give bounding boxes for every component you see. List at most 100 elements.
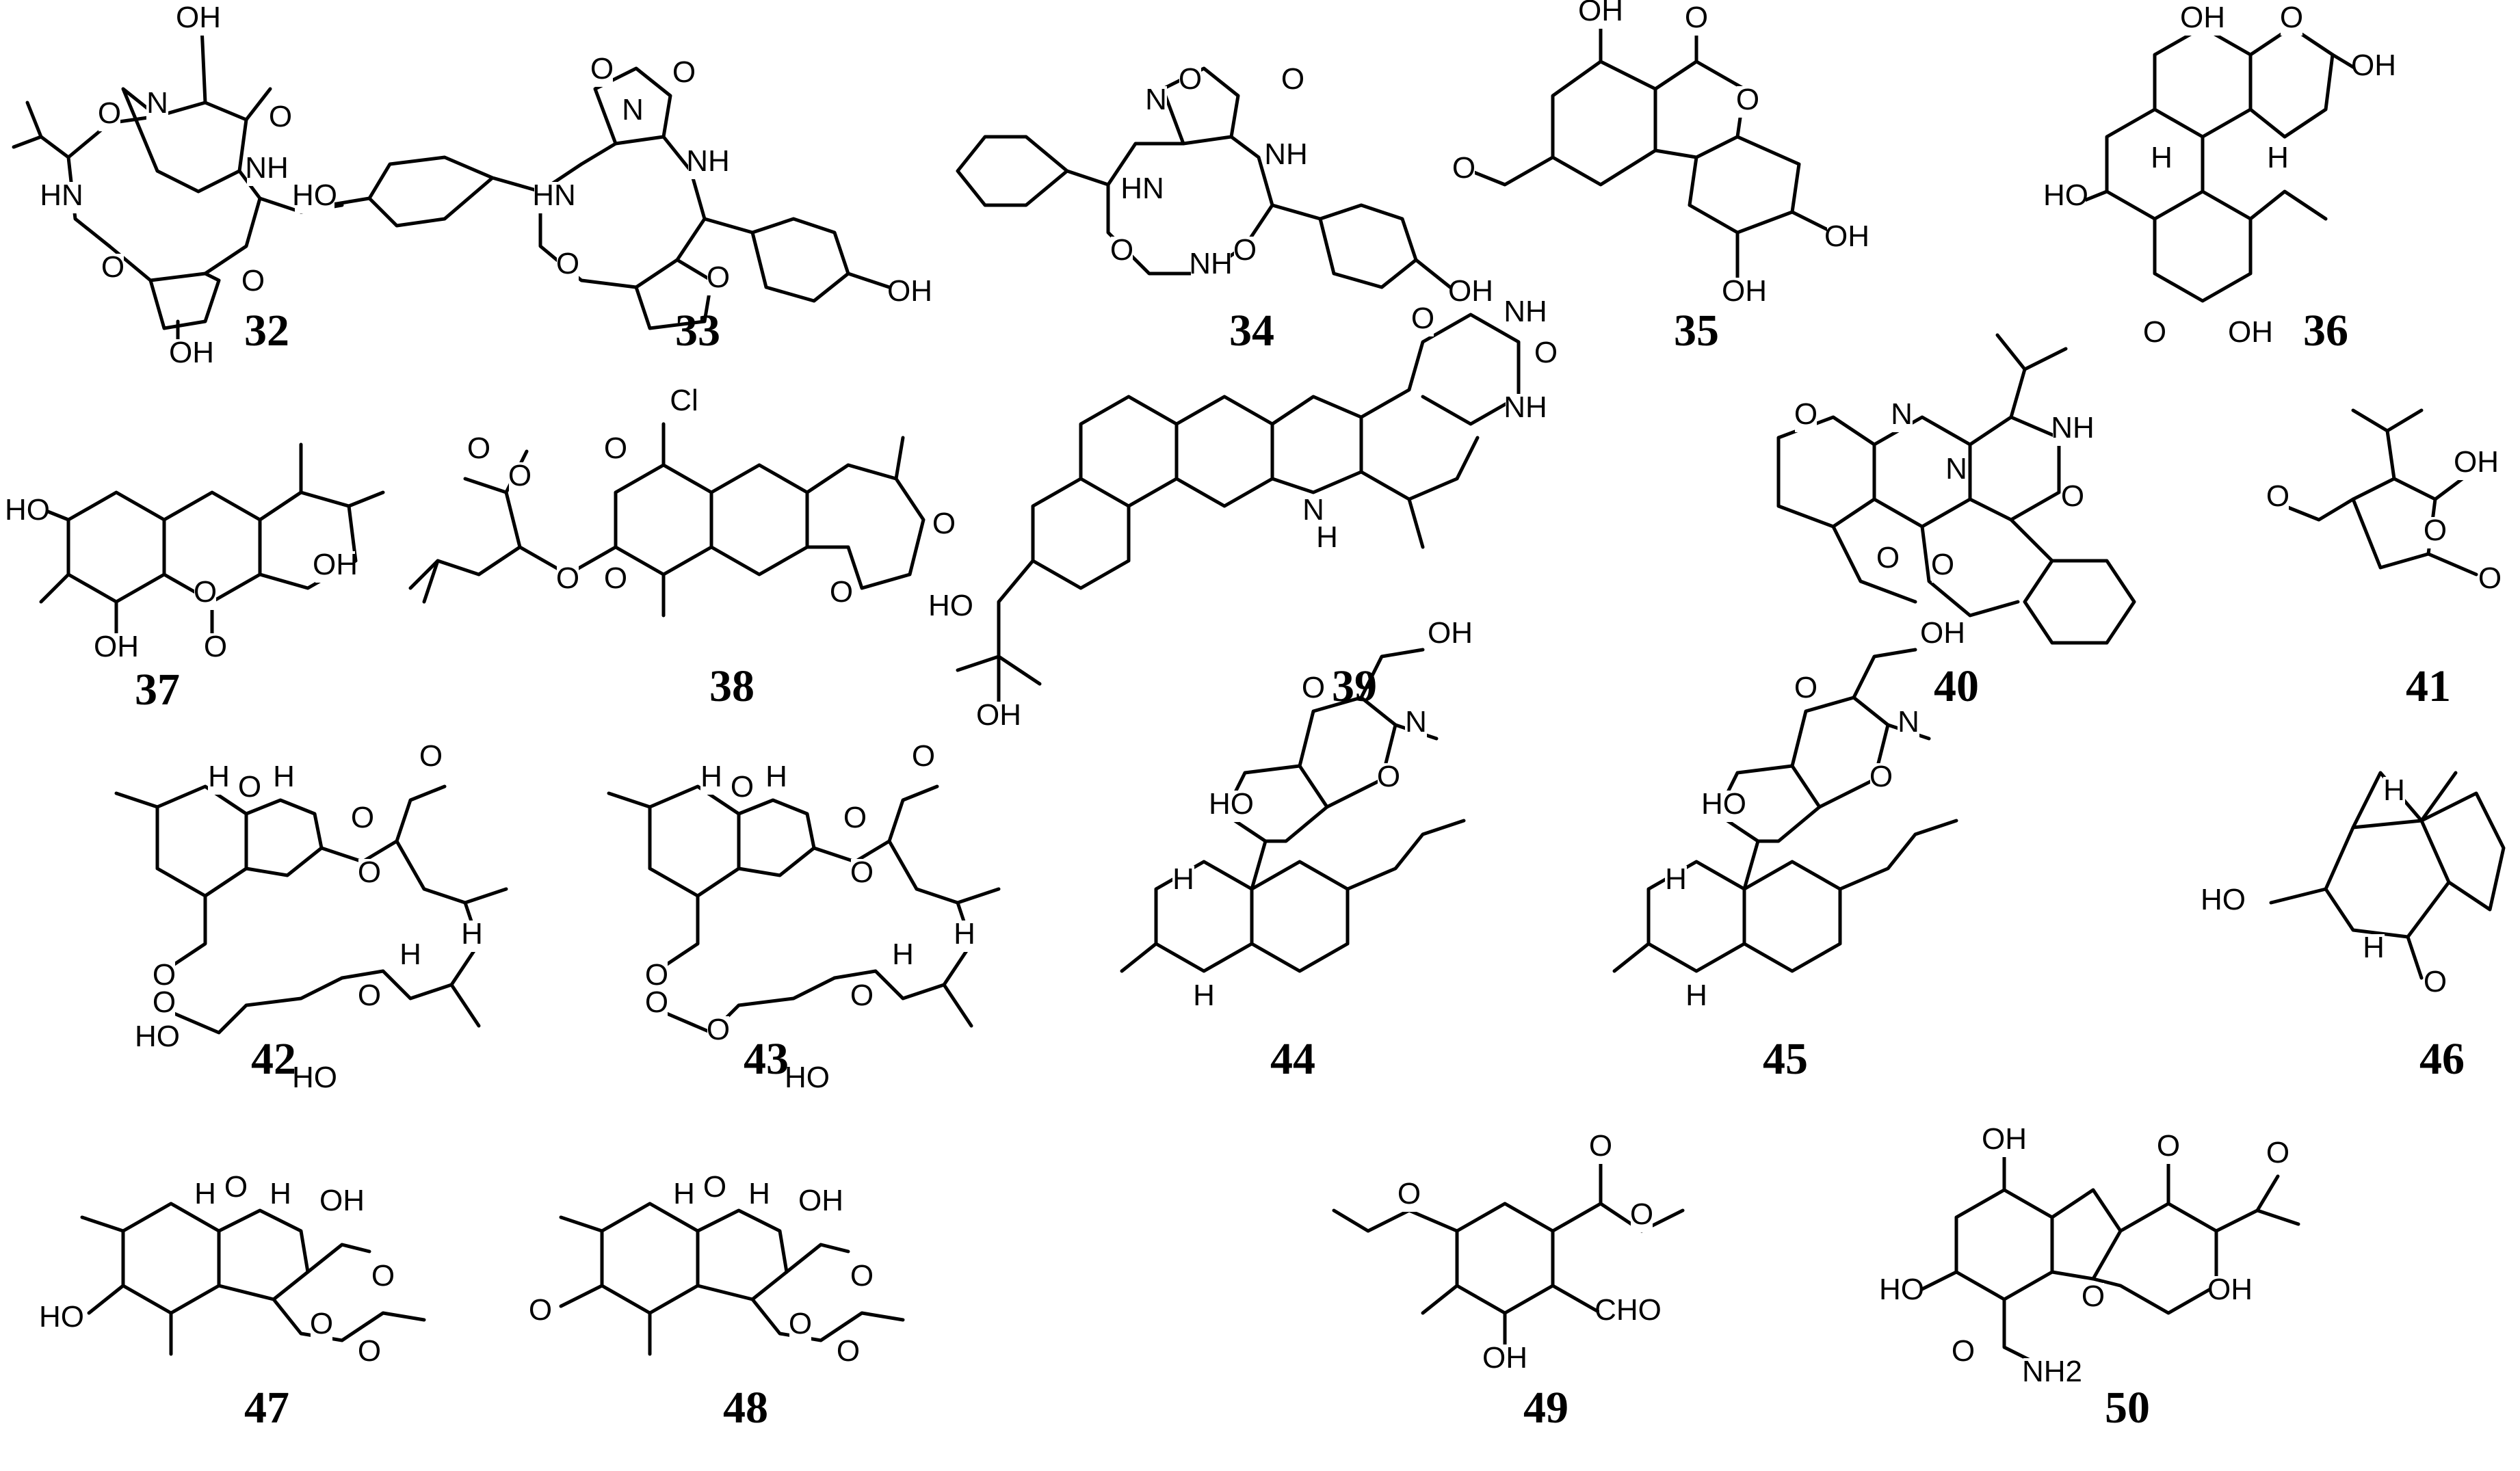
compound-number-38: 38 — [709, 661, 754, 711]
atom-label: OH — [319, 1184, 365, 1217]
compound-40-bonds — [1776, 333, 2136, 645]
atom-label-background — [208, 763, 230, 795]
atom-label-background — [315, 551, 355, 583]
atom-label-background — [787, 1064, 827, 1096]
bond-line — [559, 1215, 604, 1233]
compound-36-bonds — [2071, 25, 2369, 303]
bond-line — [272, 1297, 426, 1342]
bond-line — [2269, 887, 2328, 905]
atom-label: O — [269, 100, 292, 133]
bond-line — [750, 1297, 905, 1342]
atom-label: O — [98, 96, 121, 130]
atom-label: O — [2266, 479, 2289, 513]
atom-label: H — [2383, 773, 2405, 807]
atom-label: O — [2266, 1136, 2289, 1169]
atom-label-background — [194, 1180, 216, 1212]
bond-line — [121, 87, 248, 194]
atom-label: O — [419, 739, 443, 773]
atom-label-background — [270, 1180, 291, 1212]
atom-label-background — [311, 1310, 332, 1342]
atom-label-background — [352, 804, 373, 836]
atom-label: NH — [1504, 295, 1547, 328]
bond-line — [1270, 395, 1363, 494]
compound-46-bonds — [2269, 771, 2506, 980]
atom-label: HO — [1701, 787, 1746, 821]
atom-label-background — [557, 565, 579, 596]
bond-line — [1872, 415, 1972, 529]
bond-line — [812, 784, 939, 864]
bond-line — [956, 559, 1035, 672]
bond-line — [347, 490, 385, 508]
bond-line — [737, 798, 816, 877]
atom-label-background — [557, 250, 579, 282]
compound-number-39: 39 — [1332, 661, 1377, 711]
compound-44-bonds — [1120, 648, 1466, 973]
bond-line — [200, 25, 207, 105]
atom-label-background — [1665, 866, 1687, 897]
atom-label: O — [1931, 548, 1954, 581]
atom-label-background — [851, 859, 873, 890]
atom-label: O — [153, 985, 176, 1019]
atom-label-background — [1506, 298, 1545, 330]
bond-line — [1031, 477, 1131, 590]
bond-line — [449, 983, 481, 1028]
atom-label-background — [851, 982, 873, 1013]
compound-number-47: 47 — [244, 1383, 289, 1433]
atom-label-background — [420, 743, 442, 774]
atom-label-background — [153, 989, 175, 1020]
atom-label-background — [239, 773, 261, 805]
atom-label-background — [1412, 305, 1434, 336]
atom-label: OH — [313, 548, 358, 581]
atom-label: OH — [976, 698, 1021, 732]
atom-label-background — [468, 435, 490, 466]
atom-label-background — [664, 387, 704, 419]
bond-line — [244, 87, 272, 122]
atom-label: O — [2061, 479, 2084, 513]
atom-label-background — [1453, 155, 1475, 186]
atom-label: O — [789, 1307, 812, 1340]
atom-label-background — [1266, 141, 1306, 172]
atom-label-background — [1932, 551, 1954, 583]
bond-line — [2385, 408, 2424, 433]
atom-label-background — [137, 1023, 177, 1055]
atom-label-background — [358, 982, 380, 1013]
atom-label-background — [1234, 237, 1256, 268]
atom-label-background — [534, 182, 574, 213]
atom-label-background — [688, 148, 728, 179]
atom-label: NH — [1264, 137, 1308, 171]
atom-label: O — [1110, 233, 1133, 267]
atom-label: HO — [5, 493, 50, 527]
atom-label: O — [1452, 151, 1475, 185]
atom-label: H — [1316, 520, 1338, 554]
atom-label-background — [2151, 144, 2173, 176]
bond-line — [258, 490, 358, 590]
bond-line — [1968, 415, 2061, 522]
atom-label-background — [2231, 319, 2270, 350]
bond-line — [2324, 819, 2451, 939]
atom-label-background — [1123, 175, 1162, 207]
atom-label-background — [837, 1338, 859, 1369]
atom-label-background — [1172, 866, 1194, 897]
atom-label: OH — [2351, 49, 2396, 82]
atom-label: HN — [532, 178, 576, 212]
atom-label: H — [1665, 862, 1687, 896]
bond-line — [2153, 25, 2253, 139]
atom-label-background — [707, 1016, 729, 1048]
atom-label: HN — [40, 178, 83, 212]
atom-label-background — [2210, 1276, 2250, 1308]
atom-label: N — [1145, 83, 1167, 116]
bond-line — [1551, 1284, 1603, 1315]
bond-line — [1776, 415, 1876, 529]
atom-label: O — [672, 55, 696, 89]
atom-label-background — [1685, 982, 1707, 1013]
bond-line — [956, 887, 1001, 905]
atom-label-background — [1599, 1297, 1657, 1328]
atom-label: H — [270, 1177, 291, 1210]
atom-label: OH — [1920, 616, 1965, 650]
bond-line — [1414, 258, 1452, 289]
compound-number-35: 35 — [1674, 306, 1719, 356]
bond-line — [319, 784, 447, 864]
